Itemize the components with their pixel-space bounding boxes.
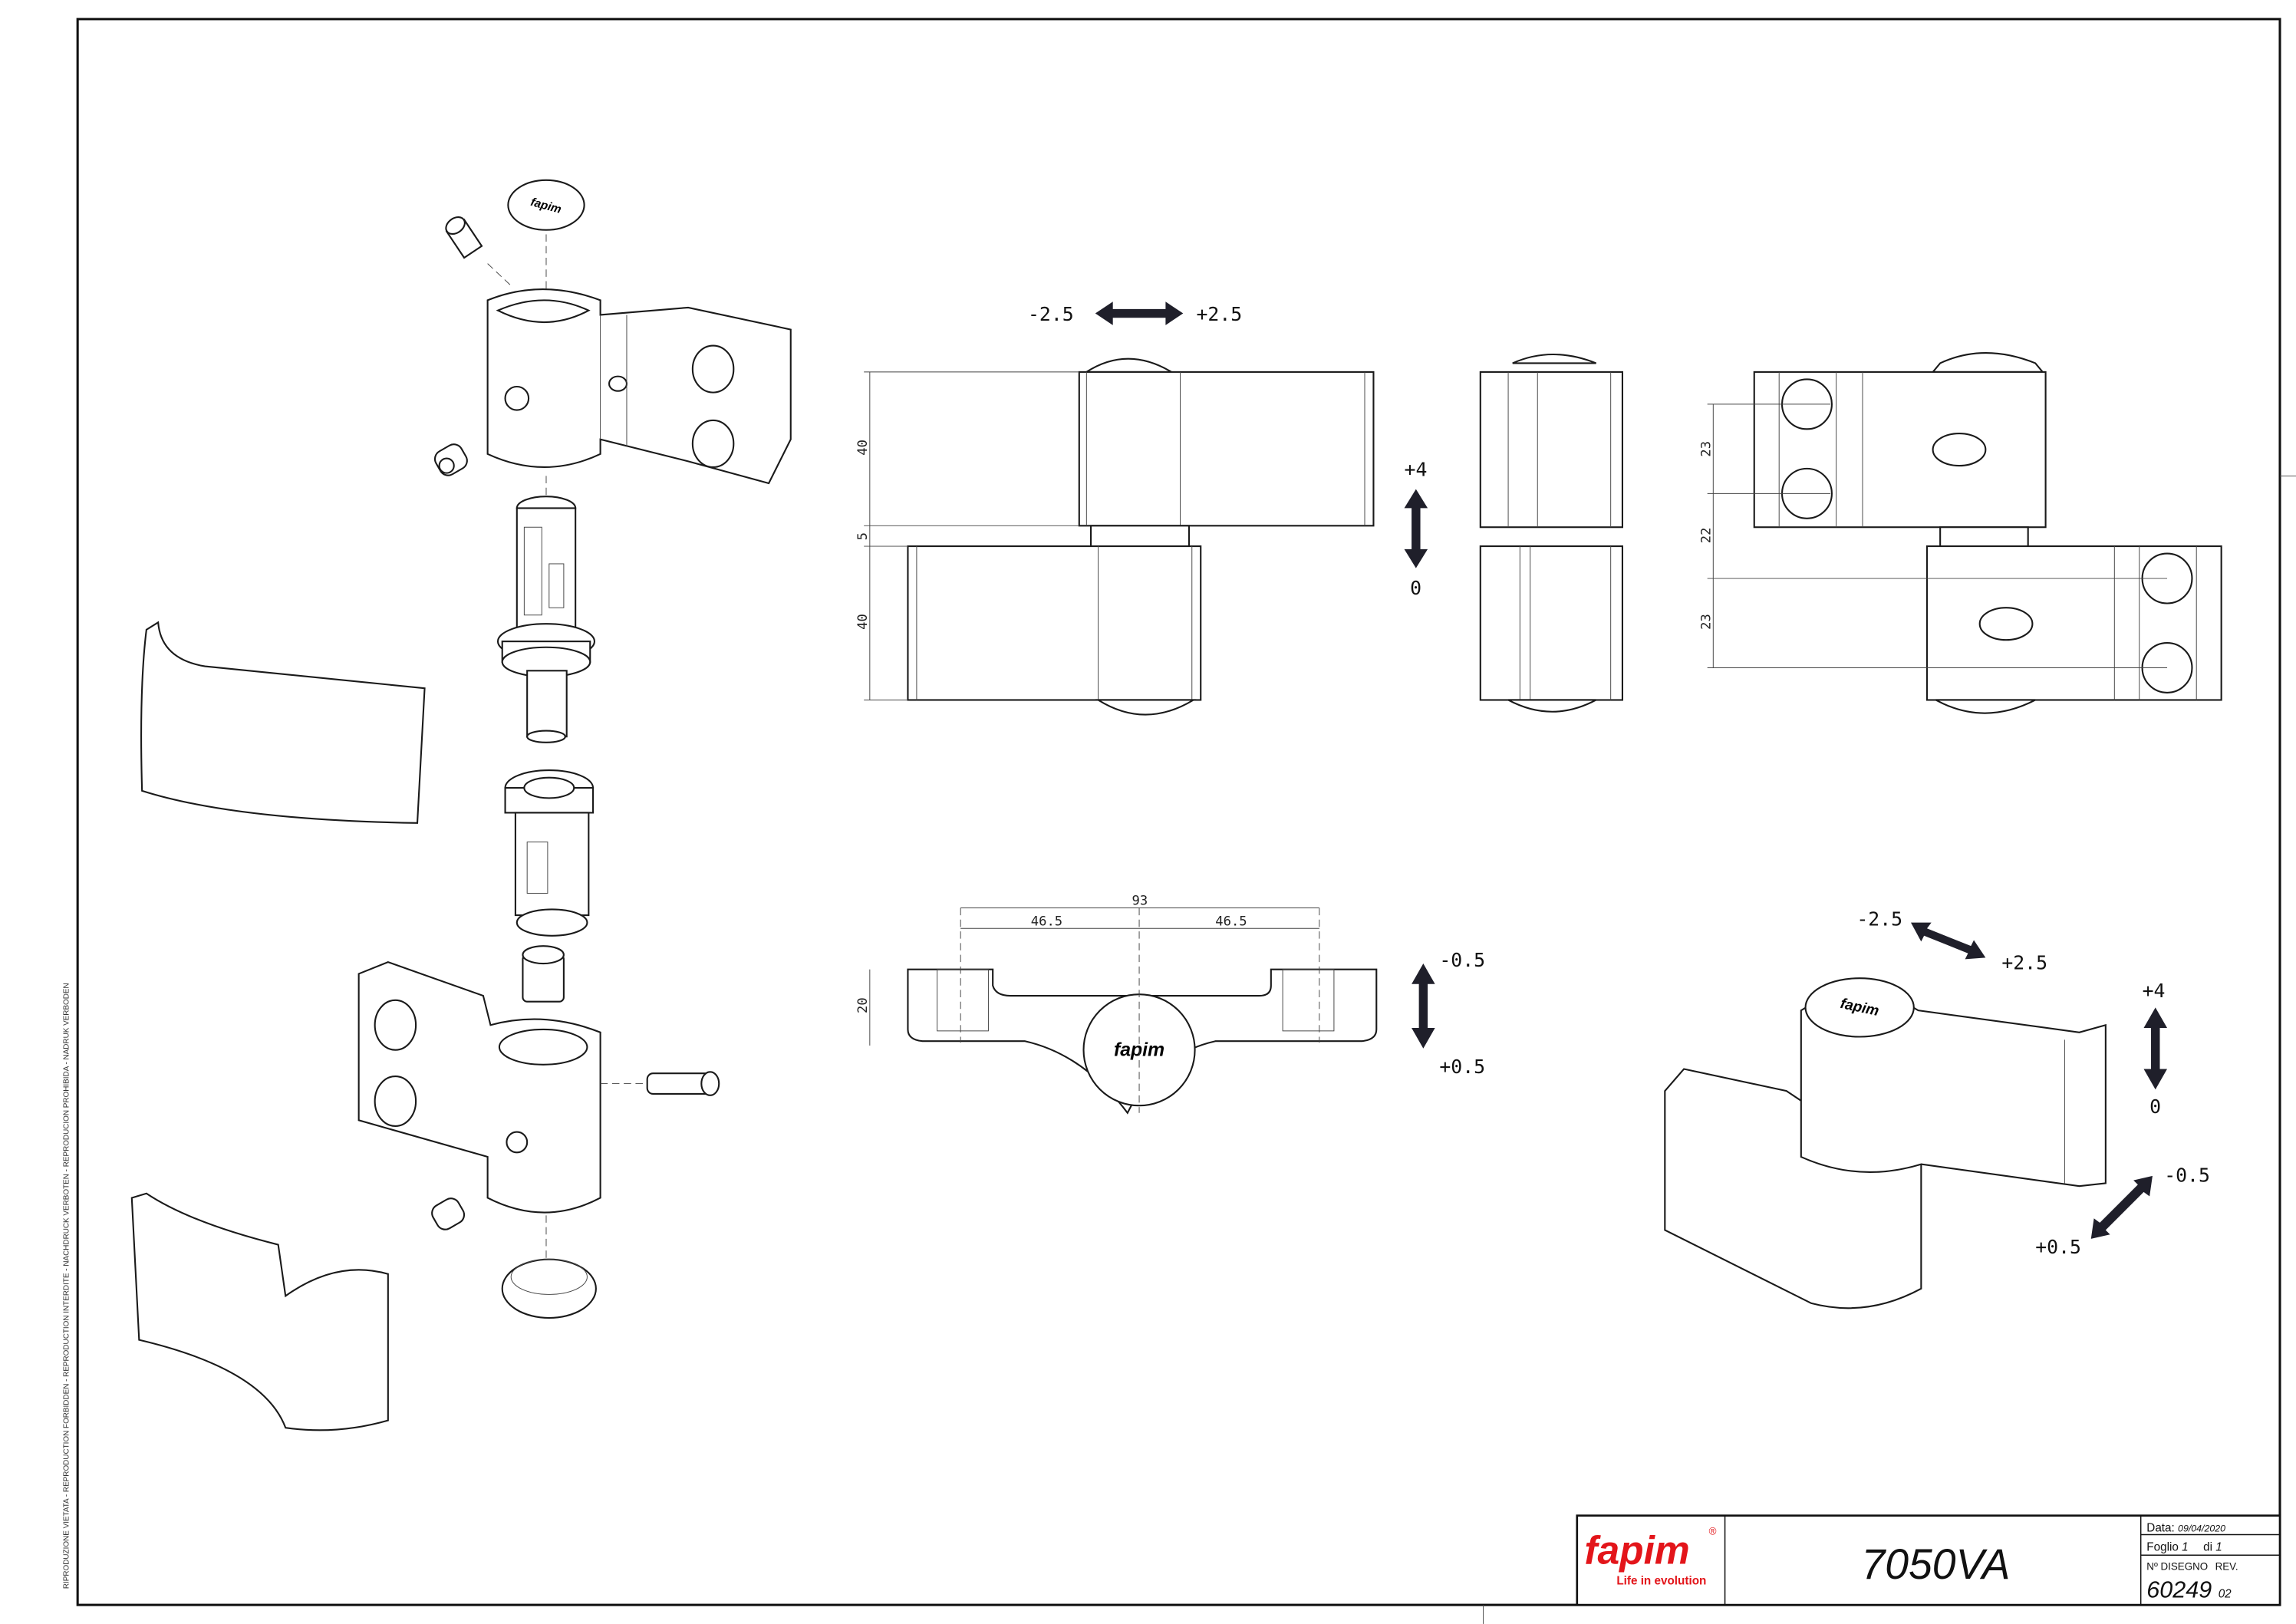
dim-hole-spacing-lower: 23 (1698, 614, 1714, 630)
iso-label-horizontal-plus: +2.5 (2001, 952, 2047, 974)
iso-label-vertical-plus: +4 (2143, 980, 2166, 1002)
iso-label-compression-plus: +0.5 (2035, 1236, 2081, 1258)
date-field: Data: 09/04/2020 (2146, 1522, 2225, 1535)
dim-gap: 5 (855, 532, 871, 540)
title-block: fapim ® Life in evolution 7050VA Data: 0… (1576, 1514, 2281, 1606)
horizontal-adjust-arrow-icon (1095, 301, 1184, 325)
brand-tagline: Life in evolution (1616, 1574, 1706, 1587)
dim-lower-leaf: 40 (855, 614, 871, 630)
iso-label-vertical-zero: 0 (2149, 1095, 2161, 1118)
iso-compression-arrow-icon (2090, 1175, 2153, 1239)
compression-label-minus: -0.5 (1439, 949, 1485, 971)
iso-vertical-arrow-icon (2143, 1007, 2168, 1090)
iso-horizontal-arrow-icon (1910, 922, 1986, 960)
product-code: 7050VA (1861, 1540, 2010, 1588)
compression-label-plus: +0.5 (1439, 1056, 1485, 1078)
adjust-label-plus-horizontal: +2.5 (1196, 303, 1242, 325)
drawing-number-header: Nº DISEGNO REV. (2146, 1560, 2238, 1572)
vertical-adjust-arrow-icon (1404, 489, 1428, 568)
drawing-number-field: 60249 02 (2146, 1577, 2232, 1603)
side-view (1479, 354, 1624, 713)
registered-mark: ® (1709, 1525, 1717, 1537)
dim-half-left: 46.5 (1031, 914, 1062, 929)
dim-height: 20 (855, 997, 871, 1013)
top-view: fapim 93 46.5 46.5 20 -0.5 +0.5 (855, 894, 1485, 1115)
front-view: 40 5 40 -2.5 +2.5 +4 0 (855, 301, 1428, 716)
adjust-label-plus-vertical: +4 (1405, 458, 1428, 480)
drawing-border (76, 18, 2281, 1606)
brand-logo: fapim (1584, 1528, 1689, 1573)
iso-label-horizontal-minus: -2.5 (1856, 908, 1902, 930)
compression-arrow-icon (1412, 964, 1435, 1049)
exploded-view: fapim (130, 179, 792, 1431)
isometric-view: fapim -2.5 +2.5 +4 0 -0.5 +0.5 (1664, 908, 2210, 1309)
dim-upper-leaf: 40 (855, 440, 871, 456)
adjust-label-zero-vertical: 0 (1410, 577, 1421, 599)
dim-hole-spacing-upper: 23 (1698, 441, 1714, 457)
sheet-field: Foglio 1 di 1 (2146, 1540, 2222, 1553)
adjust-label-minus-horizontal: -2.5 (1028, 303, 1074, 325)
reproduction-notice: RIPRODUZIONE VIETATA - REPRODUCTION FORB… (63, 983, 71, 1589)
rear-view: 23 22 23 (1698, 352, 2222, 714)
lower-leaf (907, 545, 1202, 701)
dim-half-right: 46.5 (1215, 914, 1247, 929)
dim-total: 93 (1132, 894, 1148, 909)
upper-leaf (1078, 371, 1375, 527)
iso-label-compression-minus: -0.5 (2164, 1164, 2210, 1186)
dim-middle: 22 (1698, 528, 1714, 544)
